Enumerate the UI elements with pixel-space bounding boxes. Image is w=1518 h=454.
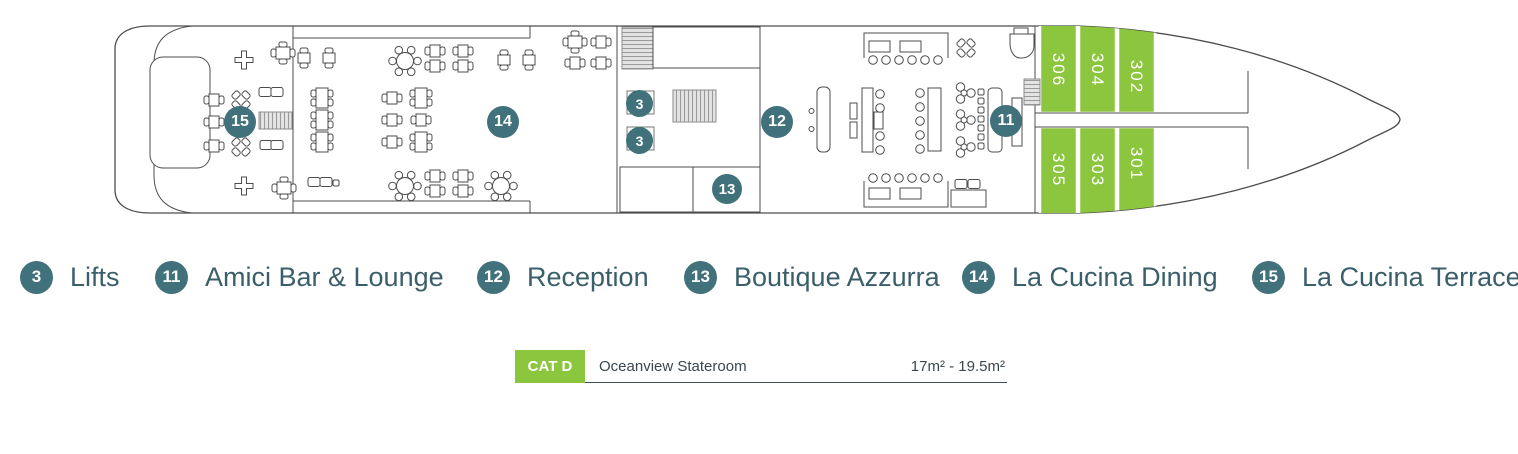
legend-label-boutique: Boutique Azzurra [734, 261, 940, 292]
cabin-306[interactable] [1038, 18, 1079, 115]
legend-item-bar-lounge: 11 Amici Bar & Lounge [155, 258, 444, 296]
cabin-305[interactable] [1038, 125, 1079, 222]
deck-marker-bar: 11 [990, 105, 1022, 137]
legend-label-reception: Reception [527, 261, 649, 292]
legend-circle-12: 12 [477, 260, 510, 294]
legend-item-boutique: 13 Boutique Azzurra [684, 258, 940, 296]
category-code-badge: CAT D [515, 350, 585, 383]
deck-marker-boutique: 13 [712, 174, 742, 204]
legend-circle-13: 13 [684, 260, 717, 294]
legend-circle-15: 15 [1252, 260, 1285, 294]
legend-label-terrace: La Cucina Terrace [1302, 261, 1518, 292]
deck-marker-reception: 12 [761, 106, 793, 138]
legend-circle-3: 3 [20, 260, 53, 294]
category-name: Oceanview Stateroom [599, 357, 747, 375]
piano [1009, 27, 1035, 59]
legend-label-bar-lounge: Amici Bar & Lounge [205, 261, 444, 292]
cabin-304-label: 304 [1088, 52, 1107, 88]
legend-item-dining: 14 La Cucina Dining [962, 258, 1218, 296]
reception-desk [816, 86, 831, 153]
deck-marker-lifts-a: 3 [626, 90, 653, 117]
deck-plan-drawing [114, 18, 1401, 222]
legend-label-dining: La Cucina Dining [1012, 261, 1218, 292]
deck-marker-lifts-b: 3 [626, 127, 653, 154]
stairs-mid [672, 89, 717, 123]
deck-marker-dining: 14 [487, 106, 519, 138]
legend-item-lifts: 3 Lifts [20, 258, 120, 296]
legend-item-reception: 12 Reception [477, 258, 649, 296]
legend-circle-11: 11 [155, 260, 188, 294]
legend-label-lifts: Lifts [70, 261, 120, 292]
legend-circle-14: 14 [962, 260, 995, 294]
cabin-302-label: 302 [1127, 59, 1146, 95]
terrace-walkway [258, 111, 293, 130]
stairs-top [621, 26, 654, 70]
cabin-303-label: 303 [1088, 152, 1107, 188]
category-row: Oceanview Stateroom 17m² - 19.5m² [585, 350, 1007, 383]
category-size: 17m² - 19.5m² [910, 357, 1005, 375]
cabin-blocks [1038, 18, 1157, 222]
cabin-304[interactable] [1077, 18, 1118, 115]
cabin-305-label: 305 [1049, 152, 1068, 188]
cabin-303[interactable] [1077, 125, 1118, 222]
stairs-areas [258, 26, 1041, 130]
cabin-302[interactable] [1116, 18, 1157, 115]
interior-walls [292, 26, 1249, 213]
deck-marker-terrace: 15 [224, 106, 256, 138]
gangway [1023, 78, 1041, 106]
room-top [652, 26, 761, 69]
cabin-301-label: 301 [1127, 146, 1146, 182]
legend-item-terrace: 15 La Cucina Terrace [1252, 258, 1518, 296]
stern-structure [149, 56, 211, 169]
cabin-306-label: 306 [1049, 52, 1068, 88]
